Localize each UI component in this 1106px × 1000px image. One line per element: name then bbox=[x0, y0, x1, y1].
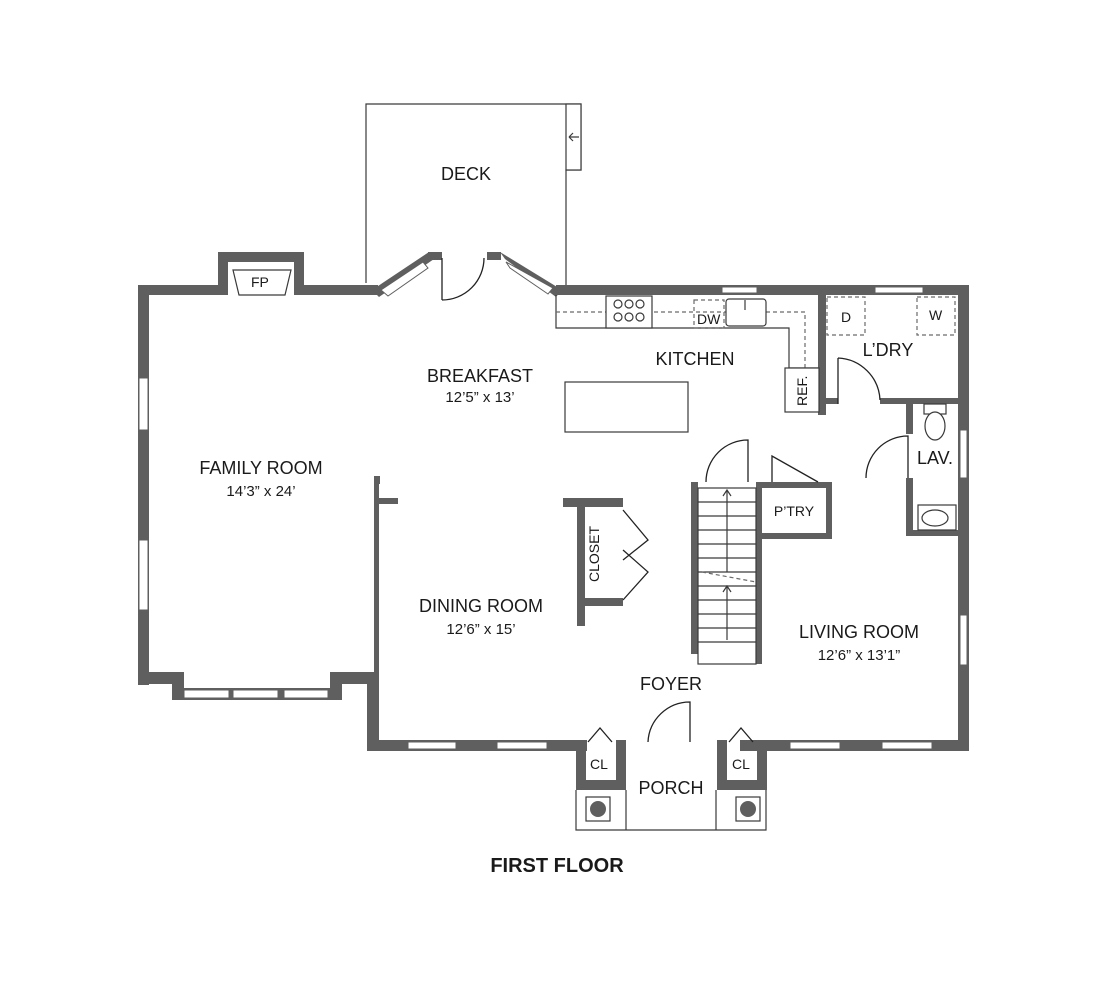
kitchen-fixtures: DW REF. bbox=[555, 295, 820, 433]
laundry-label: L’DRY bbox=[863, 340, 914, 360]
porch-label: PORCH bbox=[638, 778, 703, 798]
breakfast-label: BREAKFAST bbox=[427, 366, 533, 386]
dryer-label: D bbox=[841, 309, 851, 325]
living-room-dimensions: 12’6” x 13’1” bbox=[818, 647, 901, 664]
stairs bbox=[697, 487, 757, 665]
lav-label: LAV. bbox=[917, 448, 953, 468]
left-closet-label: CL bbox=[590, 756, 608, 772]
room-labels: DECK FAMILY ROOM 14’3” x 24’ BREAKFAST 1… bbox=[199, 164, 953, 798]
sink-icon bbox=[725, 298, 767, 327]
exterior-walls bbox=[138, 252, 969, 790]
dishwasher-icon bbox=[693, 299, 725, 329]
family-room-dimensions: 14’3” x 24’ bbox=[226, 483, 295, 500]
deck bbox=[365, 103, 582, 285]
kitchen-label: KITCHEN bbox=[655, 349, 734, 369]
laundry-lav-fixtures: D W bbox=[826, 296, 957, 531]
dining-room-label: DINING ROOM bbox=[419, 596, 543, 616]
washer-icon bbox=[916, 296, 956, 336]
right-closet-label: CL bbox=[732, 756, 750, 772]
doors bbox=[587, 357, 909, 743]
dishwasher-label: DW bbox=[697, 311, 721, 327]
fireplace-label: FP bbox=[251, 274, 269, 290]
floor-title: FIRST FLOOR bbox=[490, 855, 624, 877]
dining-room-dimensions: 12’6” x 15’ bbox=[446, 621, 515, 638]
refrigerator-icon bbox=[784, 367, 820, 413]
breakfast-dimensions: 12’5” x 13’ bbox=[445, 389, 514, 406]
pantry-label: P’TRY bbox=[774, 503, 815, 519]
fireplace: FP bbox=[232, 269, 292, 296]
interior-walls bbox=[374, 295, 966, 676]
dryer-icon bbox=[826, 296, 866, 336]
porch bbox=[575, 790, 767, 831]
toilet-icon bbox=[924, 411, 946, 441]
windows bbox=[138, 286, 968, 750]
living-room-label: LIVING ROOM bbox=[799, 622, 919, 642]
deck-label: DECK bbox=[441, 164, 491, 184]
washer-label: W bbox=[929, 307, 943, 323]
family-room-label: FAMILY ROOM bbox=[199, 458, 322, 478]
refrigerator-label: REF. bbox=[794, 376, 810, 406]
deck-door-walls bbox=[372, 252, 562, 301]
closet-label: CLOSET bbox=[586, 526, 602, 582]
foyer-label: FOYER bbox=[640, 674, 702, 694]
kitchen-island bbox=[564, 381, 689, 433]
